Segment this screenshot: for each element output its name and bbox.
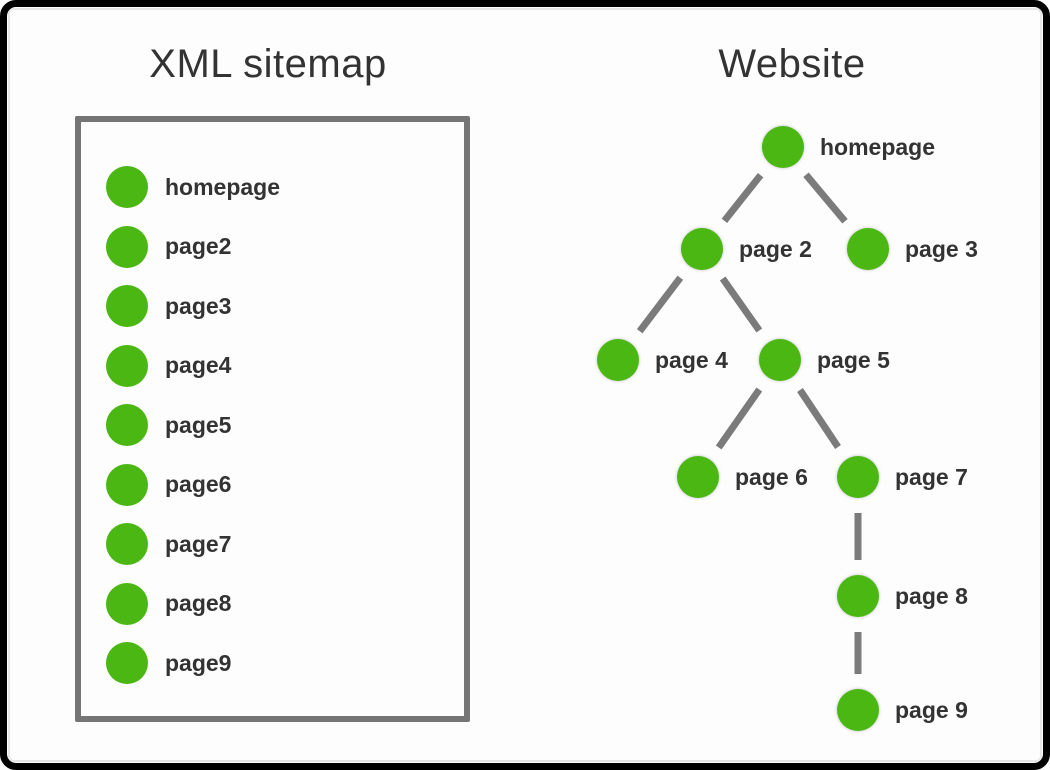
sitemap-item-label: page9 [165, 649, 232, 676]
tree-node-label: page 8 [895, 582, 968, 609]
page-dot-icon [106, 166, 148, 208]
sitemap-panel-title: XML sitemap [149, 42, 387, 86]
sitemap-box: homepage page2 page3 page4 page5 page6 [75, 116, 470, 722]
page-dot-icon [597, 339, 639, 381]
tree-node-page6: page 6 [677, 456, 808, 498]
page-dot-icon [847, 228, 889, 270]
sitemap-item-label: page4 [165, 352, 232, 378]
tree-edge [721, 173, 764, 223]
tree-edge [636, 275, 684, 334]
page-dot-icon [677, 456, 719, 498]
tree-node-homepage: homepage [762, 126, 935, 168]
page-dot-icon [106, 404, 148, 446]
website-panel-title: Website [718, 42, 866, 86]
page-dot-icon [837, 456, 879, 498]
sitemap-item-label: page7 [165, 530, 232, 557]
page-dot-icon [681, 228, 723, 270]
sitemap-item: page6 [106, 463, 464, 506]
tree-node-label: homepage [820, 133, 936, 160]
tree-node-page3: page 3 [847, 228, 978, 270]
sitemap-item: page7 [106, 523, 464, 565]
tree-node-label: page 7 [895, 463, 968, 490]
sitemap-item: page3 [106, 285, 464, 327]
page-dot-icon [762, 126, 804, 168]
tree-node-label: page 4 [655, 346, 728, 373]
sitemap-item: page2 [106, 225, 464, 268]
page-dot-icon [106, 344, 148, 387]
page-dot-icon [106, 642, 148, 684]
sitemap-item-label: homepage [165, 173, 281, 200]
tree-node-label: page 6 [735, 463, 808, 490]
tree-node-page2: page 2 [681, 228, 812, 270]
page-dot-icon [106, 225, 148, 268]
page-dot-icon [106, 523, 148, 565]
tree-node-page9: page 9 [837, 689, 968, 731]
page-dot-icon [837, 575, 879, 617]
tree-node-label: page 9 [895, 696, 968, 723]
tree-node-page7: page 7 [837, 456, 968, 498]
sitemap-item: page4 [106, 344, 464, 387]
page-dot-icon [837, 689, 879, 731]
sitemap-item: page8 [106, 582, 464, 625]
page-dot-icon [106, 582, 148, 625]
sitemap-item-label: page6 [165, 471, 232, 497]
tree-node-label: page 5 [817, 346, 890, 373]
tree-edge [715, 387, 763, 450]
tree-node-page8: page 8 [837, 575, 968, 617]
sitemap-item-label: page8 [165, 590, 232, 616]
sitemap-list: homepage page2 page3 page4 page5 page6 [81, 122, 464, 716]
tree-edge [803, 172, 848, 224]
sitemap-item: homepage [106, 166, 464, 208]
sitemap-item-label: page5 [165, 411, 232, 438]
tree-node-label: page 2 [739, 235, 812, 262]
tree-node-page5: page 5 [759, 339, 890, 381]
sitemap-item: page5 [106, 404, 464, 446]
tree-node-page4: page 4 [597, 339, 728, 381]
sitemap-item: page9 [106, 642, 464, 684]
page-dot-icon [759, 339, 801, 381]
tree-edge [797, 388, 841, 449]
tree-node-label: page 3 [905, 235, 978, 262]
sitemap-item-label: page3 [165, 292, 232, 319]
tree-edge [719, 276, 763, 333]
sitemap-item-label: page2 [165, 233, 232, 259]
page-dot-icon [106, 285, 148, 327]
page-dot-icon [106, 463, 148, 506]
